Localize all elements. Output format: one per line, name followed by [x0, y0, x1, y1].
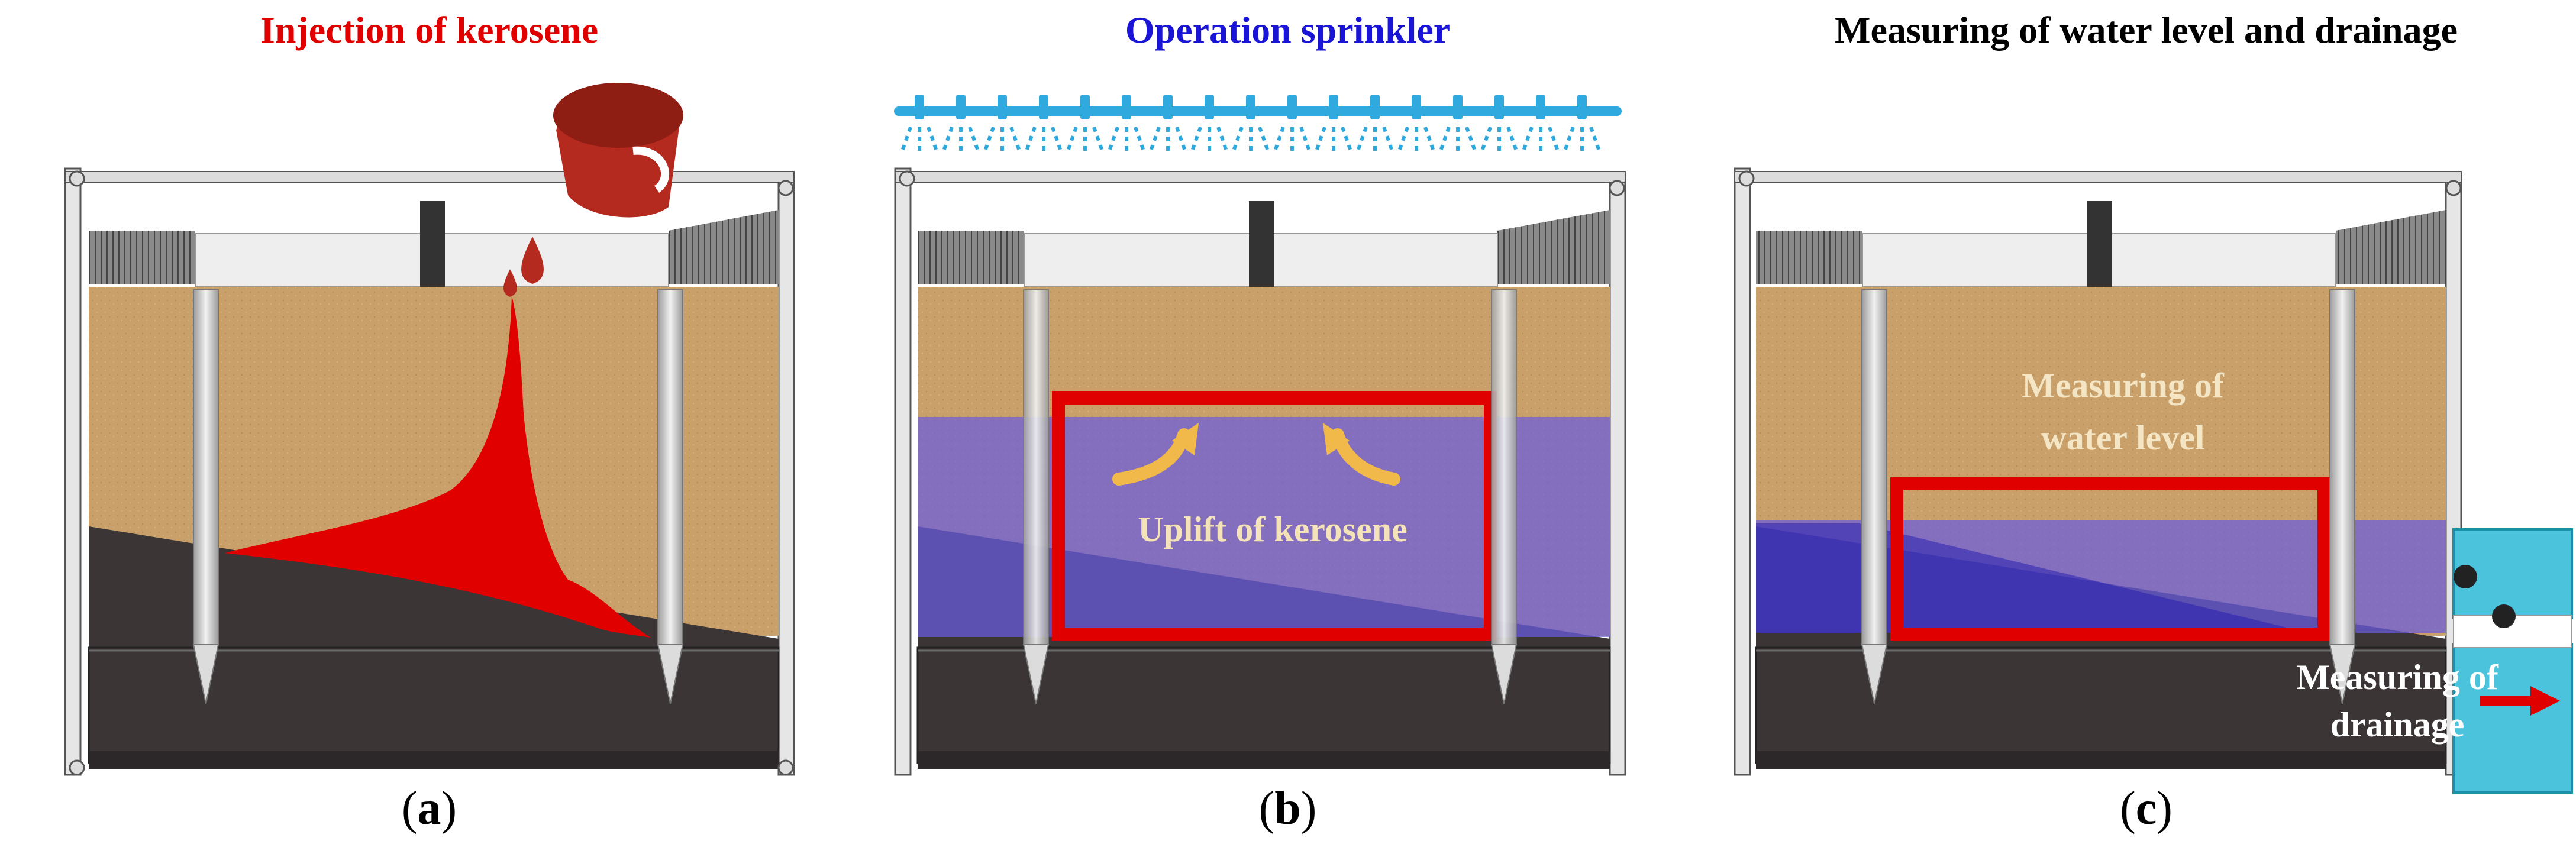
frame-left-post: [64, 167, 82, 776]
drainage-arrow: [2480, 686, 2560, 716]
sprinkler-icon: [894, 95, 1622, 151]
frame-top-rail: [64, 171, 795, 183]
kerosene-boundary: [1890, 477, 2330, 641]
panel-a: Injection of kerosene: [0, 0, 858, 857]
frame-right-post: [777, 176, 795, 776]
uplift-arrow-right: [1323, 423, 1400, 486]
base-rail: [89, 751, 779, 769]
kerosene-plume: [225, 296, 651, 638]
panel-b-title: Operation sprinkler: [1125, 9, 1451, 51]
drainage-annotation-1: Measuring of: [2296, 658, 2499, 697]
panel-c: Measuring of water level and drainage: [1717, 0, 2575, 857]
pouring-bucket-icon: [503, 83, 683, 297]
panel-b-label: (b): [1258, 782, 1317, 835]
frame-bolts: [69, 170, 794, 776]
left-well: [193, 289, 219, 645]
panel-a-label: (a): [401, 782, 457, 835]
panel-c-diagram: Measuring of water level Measuring of dr…: [1734, 167, 2573, 794]
uplift-arrow-left: [1112, 423, 1199, 486]
panel-a-diagram: [64, 83, 795, 776]
panel-a-title: Injection of kerosene: [260, 9, 599, 51]
drainage-annotation-2: drainage: [2330, 705, 2465, 744]
water-level-annotation-2: water level: [2041, 418, 2204, 457]
uplift-annotation: Uplift of kerosene: [1138, 510, 1408, 549]
right-wall-hatch: [669, 210, 779, 284]
center-post: [420, 201, 445, 290]
left-wall-hatch: [89, 231, 195, 284]
panel-b: Operation sprinkler: [858, 0, 1717, 857]
drainage-container: [2452, 528, 2573, 794]
right-well: [657, 289, 683, 645]
panel-c-label: (c): [2120, 782, 2173, 835]
panel-b-diagram: Uplift of kerosene: [894, 95, 1626, 776]
water-level-annotation-1: Measuring of: [2022, 366, 2225, 405]
panel-c-title: Measuring of water level and drainage: [1835, 9, 2458, 51]
